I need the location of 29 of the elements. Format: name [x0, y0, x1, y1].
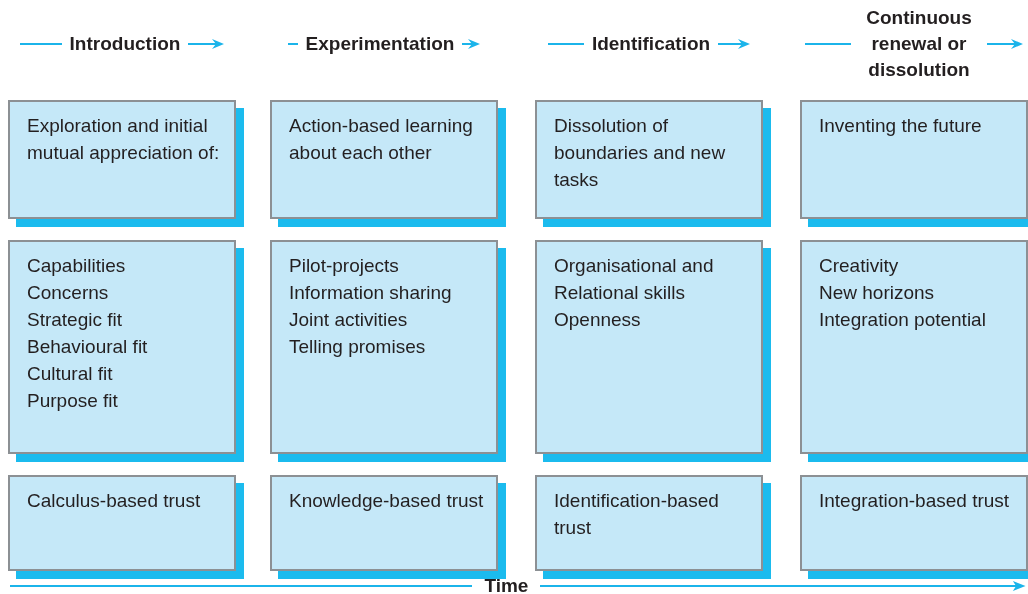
box-text: Integration potential [819, 308, 986, 332]
phase-heading: Introduction [69, 32, 181, 56]
box-text: Openness [554, 308, 641, 332]
box-text: Relational skills [554, 281, 685, 305]
box-text: Knowledge-based trust [289, 489, 484, 513]
box-text: Cultural fit [27, 362, 113, 386]
box-text: Organisational and [554, 254, 714, 278]
box-text: Joint activities [289, 308, 408, 332]
box-text: Creativity [819, 254, 899, 278]
box-text: Exploration and initial mutual appreciation of: [27, 114, 221, 165]
box-text: Integration-based trust [819, 489, 1010, 513]
box-text: Inventing the future [819, 114, 982, 138]
phase-heading: Identification [591, 32, 711, 56]
box-text: Action-based learning about each other [289, 114, 474, 165]
box-text: Concerns [27, 281, 109, 305]
box-text: Capabilities [27, 254, 126, 278]
box-text: Strategic fit [27, 308, 123, 332]
phase-heading: Continuous renewal or dissolution [865, 6, 973, 82]
box-text: Calculus-based trust [27, 489, 201, 513]
box-text: Behavioural fit [27, 335, 148, 359]
box-text: Telling promises [289, 335, 426, 359]
box-text: Information sharing [289, 281, 452, 305]
box-text: Identification-based trust [554, 489, 720, 540]
box-text: Dissolution of boundaries and new tasks [554, 114, 727, 192]
box-text: New horizons [819, 281, 935, 305]
phase-heading: Experimentation [305, 32, 455, 56]
axis-label: Time [484, 575, 529, 594]
box-text: Purpose fit [27, 389, 118, 413]
box-text: Pilot-projects [289, 254, 399, 278]
